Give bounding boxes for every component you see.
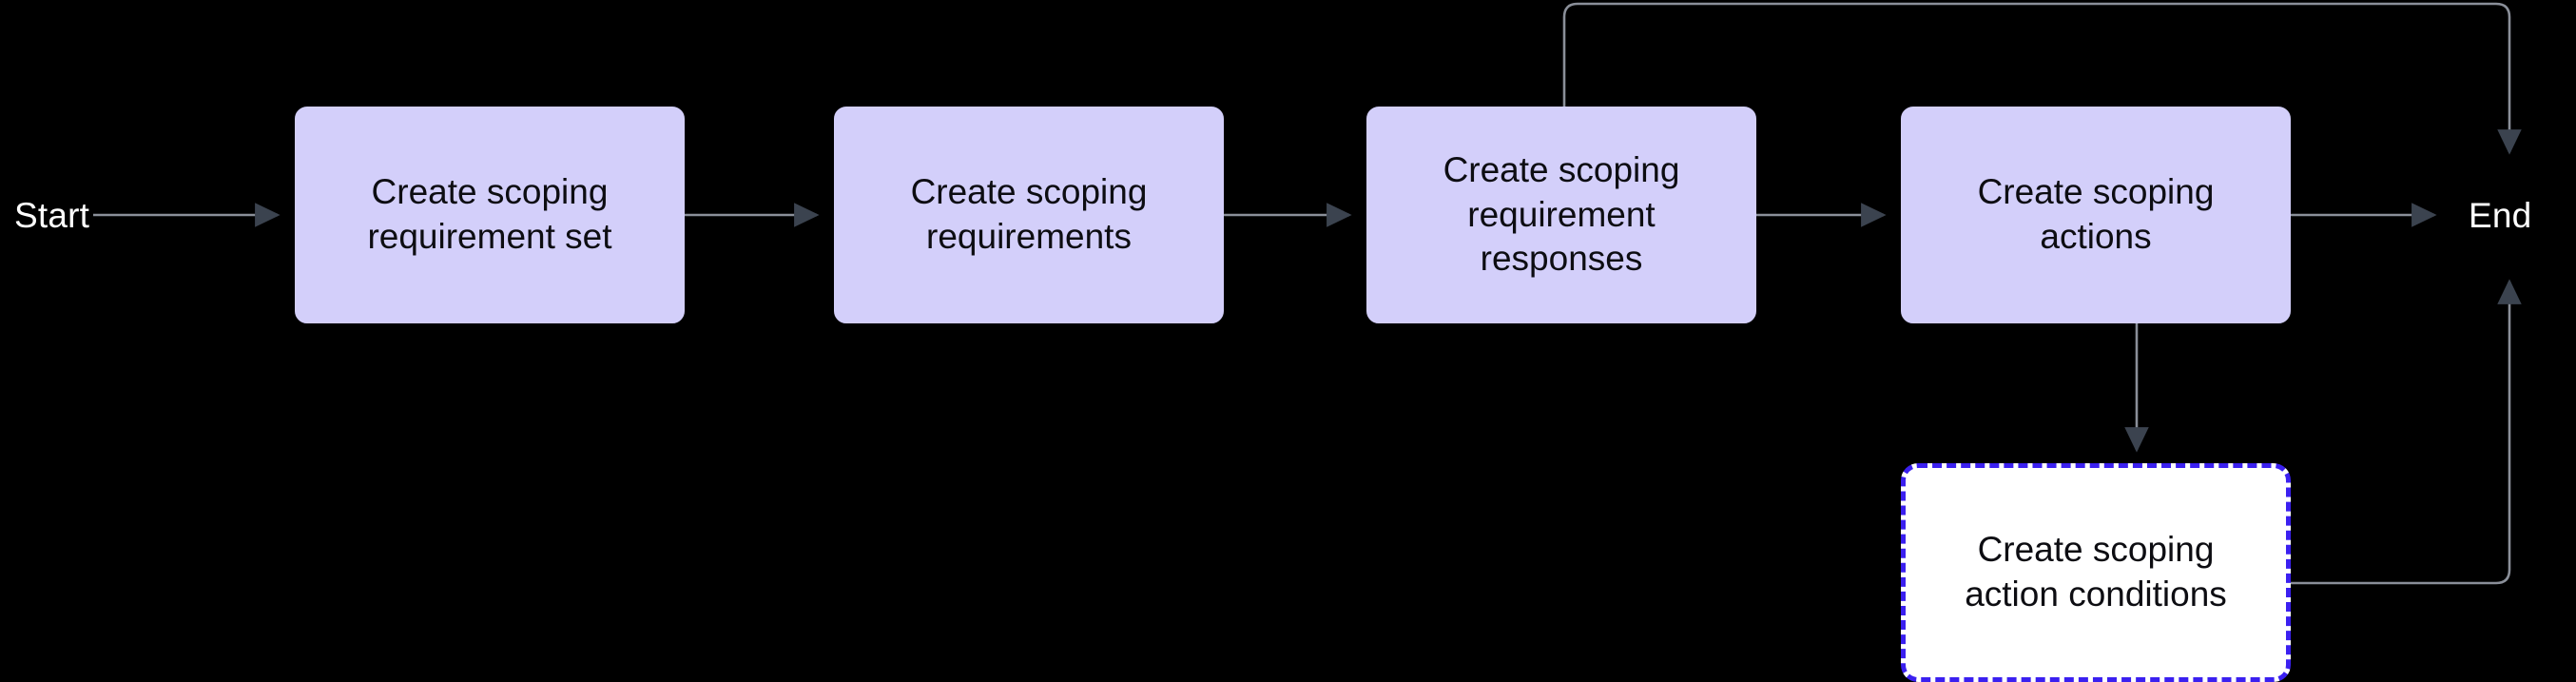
node-label-line: actions <box>2040 217 2152 256</box>
node-create-scoping-requirement-set[interactable]: Create scoping requirement set <box>295 107 685 323</box>
node-label-line: Create scoping <box>1443 150 1680 190</box>
node-label-line: action conditions <box>1965 575 2227 614</box>
node-create-scoping-action-conditions[interactable]: Create scoping action conditions <box>1901 463 2291 682</box>
node-label-line: responses <box>1480 239 1643 279</box>
node-label-line: Create scoping <box>371 172 609 212</box>
edge-action-conditions-to-end-bottom-loop <box>2291 279 2522 585</box>
node-label-line: requirement set <box>367 217 612 256</box>
terminal-end: End <box>2469 196 2532 235</box>
node-label-line: requirement <box>1467 194 1656 234</box>
edge-responses-to-end-top-loop <box>1562 2 2522 155</box>
node-create-scoping-requirement-responses[interactable]: Create scoping requirement responses <box>1366 107 1756 323</box>
node-create-scoping-actions[interactable]: Create scoping actions <box>1901 107 2291 323</box>
node-label-line: Create scoping <box>1977 530 2215 570</box>
node-label-line: requirements <box>926 217 1132 256</box>
node-label-line: Create scoping <box>910 172 1148 212</box>
node-label-line: Create scoping <box>1977 172 2215 212</box>
terminal-start: Start <box>14 196 90 235</box>
node-create-scoping-requirements[interactable]: Create scoping requirements <box>834 107 1224 323</box>
